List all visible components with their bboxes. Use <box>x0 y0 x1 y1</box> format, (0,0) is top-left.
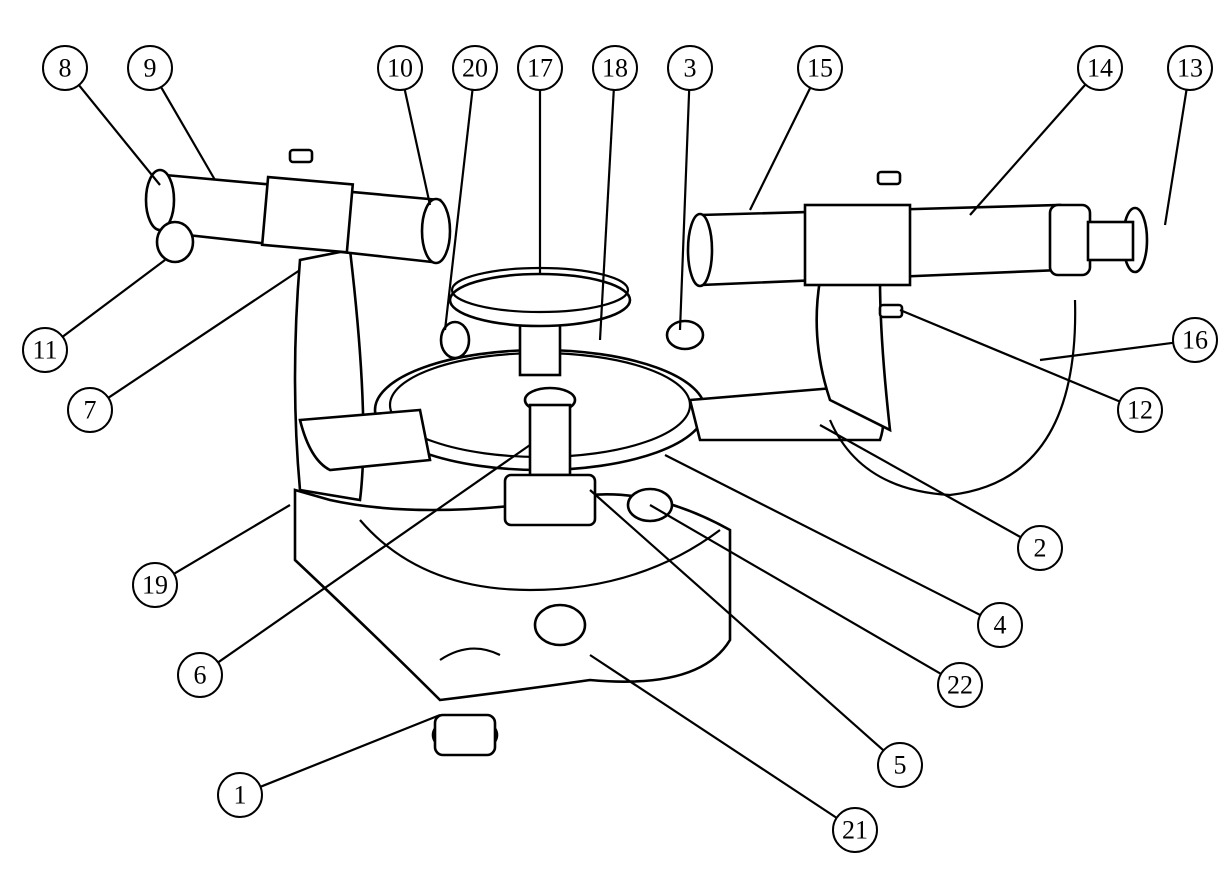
callout-9: 9 <box>127 45 216 181</box>
callout-number: 5 <box>894 751 907 780</box>
leader-line <box>899 308 1121 403</box>
callout-circle <box>377 45 423 91</box>
leader-line <box>819 424 1022 539</box>
leader-line <box>589 489 885 752</box>
callout-19: 19 <box>132 504 291 608</box>
callout-10: 10 <box>377 45 432 206</box>
callout-circle <box>127 45 173 91</box>
callout-number: 20 <box>462 54 488 83</box>
callout-circle <box>797 45 843 91</box>
callout-14: 14 <box>969 45 1123 216</box>
callout-number: 7 <box>84 396 97 425</box>
leader-line <box>589 654 838 819</box>
callout-20: 20 <box>443 45 498 331</box>
callout-circle <box>1172 317 1218 363</box>
leader-line <box>664 454 981 617</box>
leader-line <box>61 259 166 338</box>
callout-8: 8 <box>42 45 161 186</box>
leader-line <box>443 89 474 331</box>
callout-number: 3 <box>684 54 697 83</box>
callout-circle <box>132 562 178 608</box>
callout-circle <box>217 772 263 818</box>
callout-number: 2 <box>1034 534 1047 563</box>
callout-circle <box>1077 45 1123 91</box>
callout-circle <box>832 807 878 853</box>
callout-number: 16 <box>1182 326 1208 355</box>
callout-18: 18 <box>592 45 638 341</box>
leader-line <box>649 504 942 675</box>
base <box>293 488 732 702</box>
callout-number: 22 <box>947 671 973 700</box>
callout-number: 6 <box>194 661 207 690</box>
leader-line <box>969 83 1087 216</box>
callout-21: 21 <box>589 654 878 853</box>
leader-line <box>678 89 691 331</box>
callout-number: 17 <box>527 54 553 83</box>
callout-number: 8 <box>59 54 72 83</box>
leader-line <box>173 504 291 575</box>
callout-12: 12 <box>899 308 1163 433</box>
callout-13: 13 <box>1163 45 1213 226</box>
leader-line <box>1163 89 1188 226</box>
callout-number: 12 <box>1127 396 1153 425</box>
callout-17: 17 <box>517 45 563 275</box>
leader-line <box>78 84 161 186</box>
callout-circle <box>42 45 88 91</box>
callout-16: 16 <box>1039 317 1218 363</box>
leader-line <box>260 713 441 788</box>
callout-circle <box>1167 45 1213 91</box>
callout-circle <box>452 45 498 91</box>
callout-number: 11 <box>32 336 57 365</box>
callout-number: 9 <box>144 54 157 83</box>
callout-circle <box>1017 525 1063 571</box>
callout-1: 1 <box>217 713 441 818</box>
callout-circle <box>67 387 113 433</box>
callout-22: 22 <box>649 504 983 708</box>
callout-circle <box>517 45 563 91</box>
leader-line <box>598 89 615 341</box>
callout-number: 4 <box>994 611 1007 640</box>
callout-5: 5 <box>589 489 923 788</box>
callout-circle <box>667 45 713 91</box>
leader-line <box>749 87 812 211</box>
callout-number: 21 <box>842 816 868 845</box>
callout-3: 3 <box>667 45 713 331</box>
leader-line <box>217 444 531 664</box>
callout-circle <box>977 602 1023 648</box>
callout-15: 15 <box>749 45 843 211</box>
callout-circle <box>592 45 638 91</box>
callout-number: 1 <box>234 781 247 810</box>
callout-number: 18 <box>602 54 628 83</box>
callout-circle <box>1117 387 1163 433</box>
callout-number: 13 <box>1177 54 1203 83</box>
callout-number: 10 <box>387 54 413 83</box>
callout-7: 7 <box>67 269 301 433</box>
callout-number: 14 <box>1087 54 1113 83</box>
callout-11: 11 <box>22 259 166 373</box>
callout-number: 15 <box>807 54 833 83</box>
callout-6: 6 <box>177 444 531 698</box>
callout-circle <box>177 652 223 698</box>
callout-circle <box>22 327 68 373</box>
leader-line <box>160 86 216 181</box>
callout-circle <box>877 742 923 788</box>
leader-line <box>107 269 301 399</box>
callout-number: 19 <box>142 571 168 600</box>
leader-line <box>403 89 432 206</box>
callout-circle <box>937 662 983 708</box>
callout-4: 4 <box>664 454 1023 648</box>
leader-line <box>1039 341 1174 362</box>
callout-2: 2 <box>819 424 1063 571</box>
